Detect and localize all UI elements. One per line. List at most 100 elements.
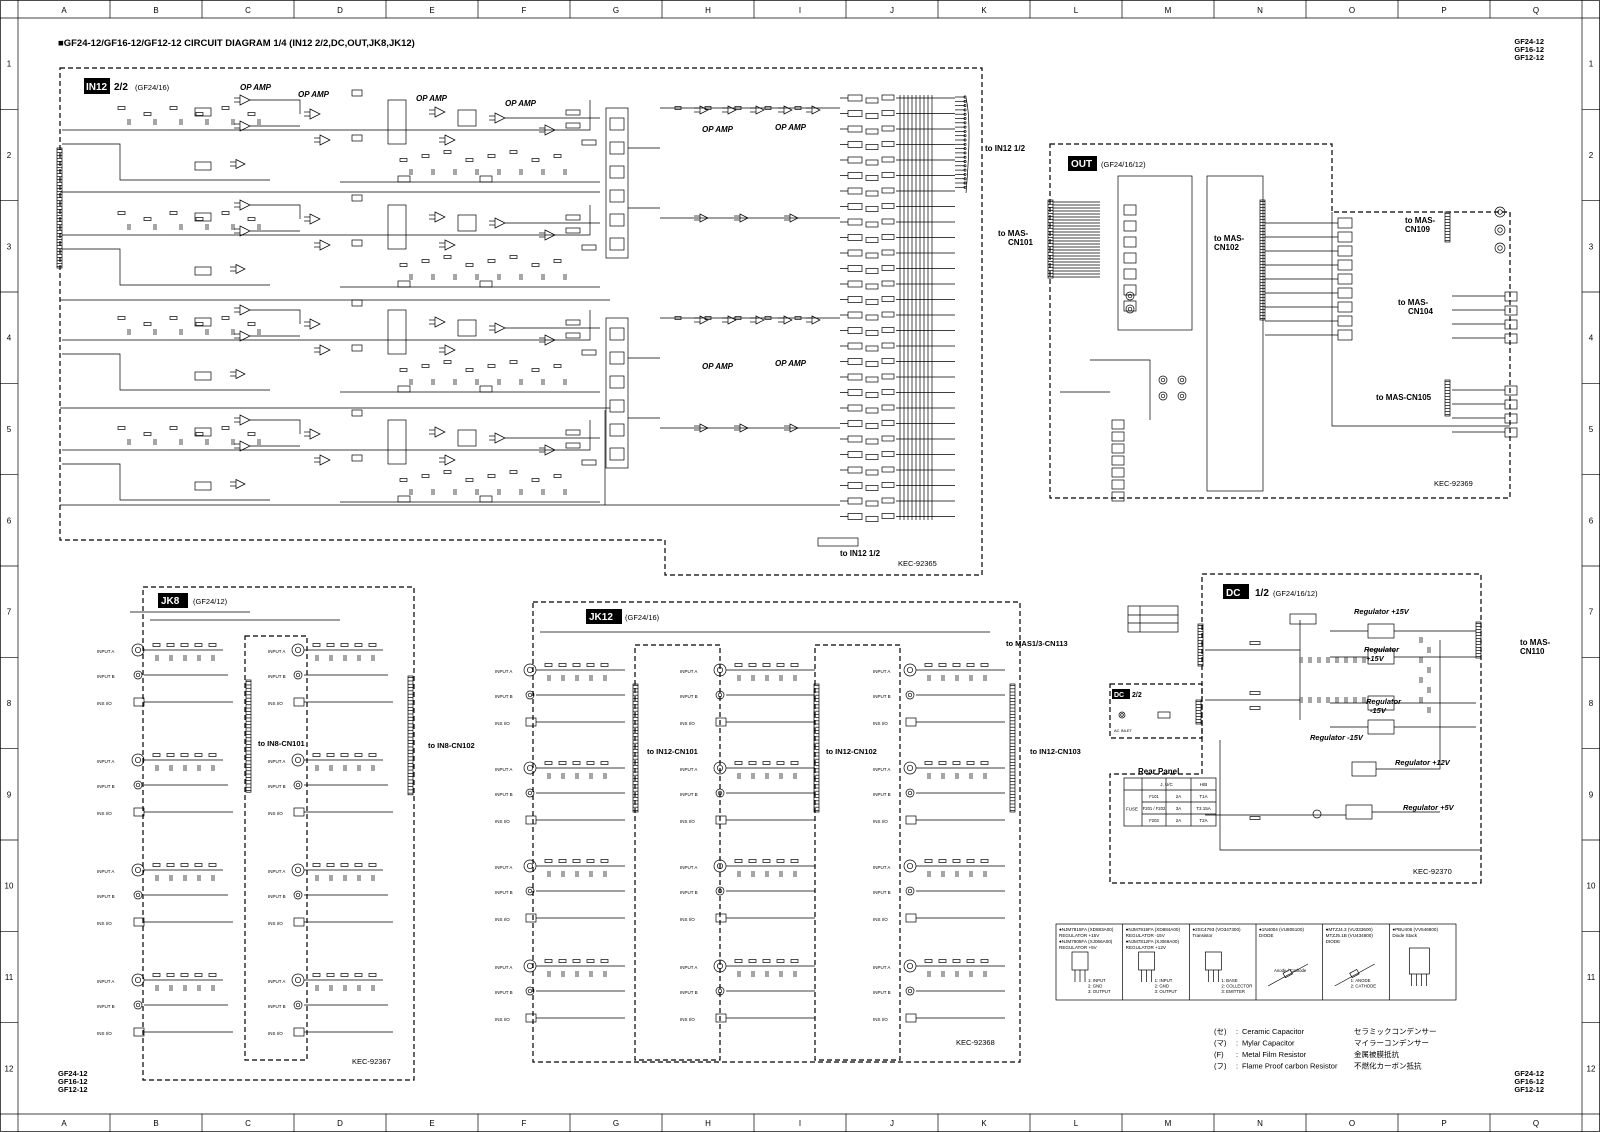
regulator-label: Regulator +12V	[1395, 758, 1451, 767]
resistor-symbol	[600, 859, 609, 863]
jack-symbol	[1118, 711, 1126, 719]
capacitor-symbol	[497, 169, 501, 175]
in12-pcb-number: KEC-92365	[898, 559, 937, 568]
capacitor-symbol	[955, 871, 959, 877]
ic-box	[847, 110, 863, 117]
capacitor-symbol	[371, 765, 375, 771]
schematic-label: INPUT A	[495, 669, 512, 674]
component-pins: 3: EMITTER	[1221, 989, 1245, 994]
schematic-label: INPUT A	[873, 767, 890, 772]
ic-box	[609, 237, 625, 251]
dc-part: 1/2	[1255, 588, 1269, 599]
capacitor-symbol	[779, 675, 783, 681]
terminal-pin	[963, 147, 967, 151]
jk12-tag: JK12	[589, 612, 613, 623]
model-list-bottom-right: GF24-12 GF16-12 GF12-12	[1514, 1069, 1544, 1094]
capacitor-symbol	[169, 985, 173, 991]
ic-box	[847, 435, 863, 443]
capacitor-symbol	[453, 169, 457, 175]
opamp-symbol	[699, 105, 709, 115]
schematic-label: INPUT A	[268, 649, 285, 654]
capacitor-symbol	[315, 765, 319, 771]
connector-symbol	[1197, 623, 1204, 667]
out-model: (GF24/16/12)	[1101, 160, 1146, 169]
grid-row-label: 10	[5, 882, 14, 891]
resistor-symbol	[169, 106, 178, 110]
resistor-symbol	[117, 106, 126, 110]
component-pins: 1: INPUT	[1155, 978, 1173, 983]
ic-box	[1123, 252, 1137, 264]
model-label: GF12-12	[1514, 53, 1544, 62]
capacitor-symbol	[371, 985, 375, 991]
capacitor-symbol	[409, 489, 413, 495]
legend-symbol: (F)	[1214, 1050, 1224, 1059]
resistor-symbol	[553, 364, 562, 368]
terminal-pin	[963, 134, 967, 138]
table-cell: 3A	[1176, 806, 1182, 811]
resistor-symbol	[600, 959, 609, 963]
schematic-label: INPUT B	[495, 694, 513, 699]
capacitor-symbol	[1427, 687, 1431, 693]
capacitor-symbol	[969, 871, 973, 877]
wire	[536, 669, 625, 723]
capacitor-symbol	[575, 871, 579, 877]
resistor-symbol	[748, 859, 757, 863]
capacitor-symbol	[371, 875, 375, 881]
schematic-label: INS I/O	[97, 811, 112, 816]
schematic-label: INPUT B	[268, 894, 286, 899]
op-amp-label: OP AMP	[505, 99, 537, 108]
ic-box	[1123, 268, 1137, 280]
schematic-label: INPUT A	[680, 965, 697, 970]
opamp-symbol	[494, 217, 506, 229]
capacitor-symbol	[497, 379, 501, 385]
resistor-symbol	[938, 959, 947, 963]
capacitor-symbol	[205, 329, 209, 335]
schematic-label: INS I/O	[97, 1031, 112, 1036]
opamp-symbol	[239, 304, 251, 316]
terminal-pin	[963, 155, 967, 159]
opamp-symbol	[319, 454, 331, 466]
opamp-symbol	[434, 211, 446, 223]
schematic-label: INPUT A	[97, 649, 114, 654]
ic-box	[609, 447, 625, 461]
jack-symbol	[1160, 393, 1166, 399]
terminal-pin	[963, 112, 967, 116]
model-label: GF16-12	[1514, 1077, 1544, 1086]
resistor-symbol	[221, 426, 230, 430]
op-amp-label: OP AMP	[702, 362, 734, 371]
resistor-symbol	[166, 753, 175, 757]
capacitor-symbol	[315, 875, 319, 881]
schematic-label: INS I/O	[873, 819, 888, 824]
capacitor-symbol	[475, 489, 479, 495]
capacitor-symbol	[231, 119, 235, 125]
grid-column-label: J	[890, 6, 894, 15]
component-entry: ●NJM7915FA (XD884A00)REGULATOR -15V●NJM7…	[1126, 927, 1181, 994]
ic-box	[1504, 413, 1518, 424]
dc-link-mas-cn110: to MAS-CN110	[1520, 638, 1551, 656]
schematic-label: INS I/O	[495, 721, 510, 726]
component-name: ●NJM7915FA (XD884A00)	[1126, 927, 1181, 932]
resistor-symbol	[924, 761, 933, 765]
resistor-symbol	[180, 643, 189, 647]
resistor-symbol	[443, 360, 452, 364]
table-cell: T1A	[1199, 794, 1207, 799]
in12-to-in12-top: to IN12 1/2	[985, 144, 1026, 153]
capacitor-symbol	[1344, 697, 1348, 703]
ic-box	[565, 227, 581, 234]
terminal-pin	[963, 138, 967, 142]
resistor-symbol	[180, 863, 189, 867]
jack-symbol	[135, 1002, 141, 1008]
component-name: ●NJM7815FA (XD883A00)	[1059, 927, 1114, 932]
resistor-symbol	[143, 432, 152, 436]
schematic-label: INPUT B	[97, 674, 115, 679]
table-cell: F203	[1149, 818, 1159, 823]
op-amp-label: OP AMP	[240, 83, 272, 92]
wire	[62, 463, 270, 501]
jack-symbol	[1158, 391, 1168, 401]
capacitor-symbol	[561, 675, 565, 681]
wire	[130, 611, 340, 621]
capacitor-symbol	[475, 274, 479, 280]
resistor-symbol	[586, 959, 595, 963]
legend-symbol: (マ)	[1214, 1039, 1227, 1048]
ic-box	[865, 221, 879, 228]
